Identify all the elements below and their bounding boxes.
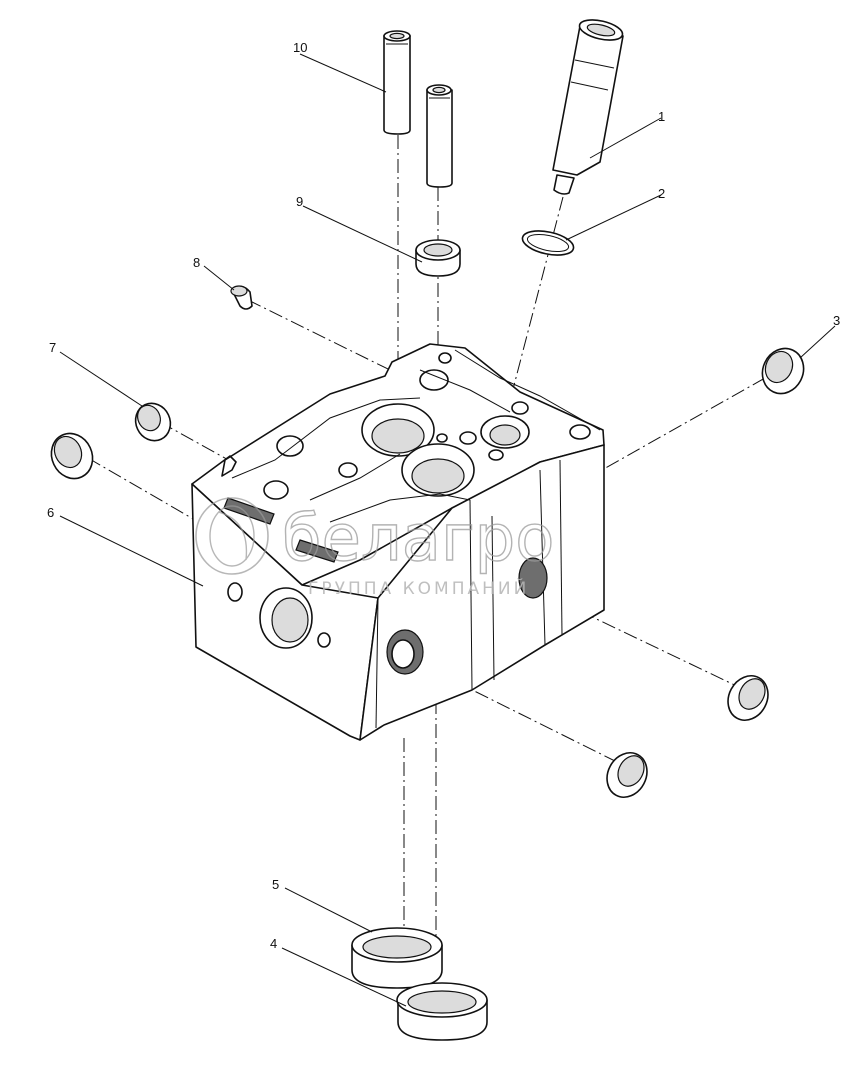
callout-1: 1	[658, 109, 665, 124]
callout-7: 7	[49, 340, 56, 355]
watermark-tagline: ГРУППА КОМПАНИЙ	[308, 577, 529, 599]
callout-9: 9	[296, 194, 303, 209]
expansion-plug-part-7	[134, 402, 172, 442]
watermark: белагро ГРУППА КОМПАНИЙ	[195, 497, 555, 599]
callout-6: 6	[47, 505, 54, 520]
valve-seat-insert-part-4	[396, 982, 488, 1041]
watermark-logo-icon	[195, 497, 269, 575]
cylinder-head-part-6	[191, 343, 605, 741]
injector-sleeve-part-1	[552, 19, 624, 195]
callout-8: 8	[193, 255, 200, 270]
watermark-brand: белагро	[282, 502, 554, 576]
valve-stem-seal-part-9	[415, 239, 461, 277]
valve-guide-part-10	[383, 30, 453, 188]
dowel-pin-part-8	[230, 285, 253, 310]
callout-4: 4	[270, 936, 277, 951]
callout-3: 3	[833, 313, 840, 328]
expansion-plug-left	[50, 432, 94, 480]
callout-2: 2	[658, 186, 665, 201]
callout-5: 5	[272, 877, 279, 892]
expansion-plug-front-lower	[606, 752, 648, 798]
expansion-plug-part-3	[761, 347, 805, 395]
leader-lines	[59, 53, 836, 1007]
callout-labels: 1 2 3 4 5 6 7 8 9 10	[47, 40, 840, 951]
valve-seat-insert-part-5	[351, 927, 443, 989]
expansion-plug-right-lower	[727, 675, 769, 721]
callout-10: 10	[293, 40, 307, 55]
o-ring-part-2	[521, 230, 575, 256]
